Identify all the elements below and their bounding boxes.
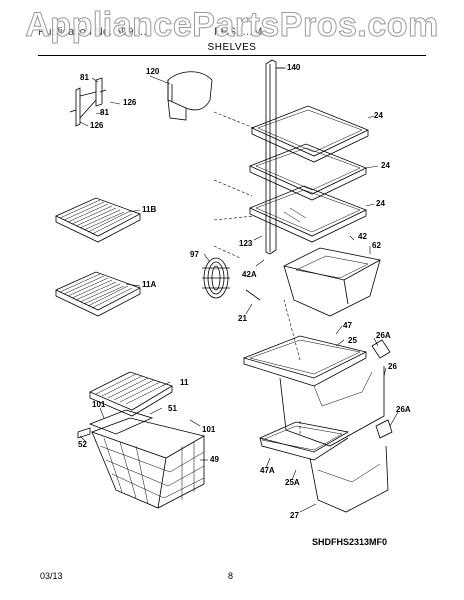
callout-62: 62 (372, 241, 381, 250)
callout-25a: 25A (285, 478, 300, 487)
header-rule (38, 55, 426, 56)
callout-42a: 42A (242, 270, 257, 279)
callout-11b: 11B (142, 205, 157, 214)
glass-shelf-24-bottom (248, 185, 368, 243)
glass-shelf-24-top (250, 105, 369, 163)
shelf-bracket-81-126 (69, 77, 107, 127)
callout-24: 24 (376, 199, 385, 208)
callout-81: 81 (80, 73, 89, 82)
callout-21: 21 (238, 314, 247, 323)
callout-101: 101 (92, 400, 106, 409)
callout-52: 52 (78, 440, 87, 449)
callout-123: 123 (239, 239, 253, 248)
screw-21 (245, 289, 261, 301)
callout-11a: 11A (142, 280, 157, 289)
wire-basket-49 (90, 417, 206, 509)
door-bin-120 (167, 71, 213, 121)
header-model-text: FHS2…M (214, 26, 263, 38)
wire-guard-97 (202, 257, 230, 299)
callout-51: 51 (168, 404, 177, 413)
callout-97: 97 (190, 250, 199, 259)
callout-49: 49 (210, 455, 219, 464)
callout-120: 120 (146, 67, 160, 76)
watermark: AppliancePartsPros.com (25, 6, 439, 45)
callout-126: 126 (90, 121, 104, 130)
callout-26a: 26A (376, 331, 391, 340)
wire-shelf-11a (55, 271, 141, 317)
callout-47: 47 (343, 321, 352, 330)
callout-26a: 26A (396, 405, 411, 414)
callout-101: 101 (202, 425, 216, 434)
section-title: SHELVES (207, 42, 257, 53)
crisper-drawer-26 (279, 339, 391, 447)
callout-24: 24 (381, 161, 390, 170)
callout-27: 27 (290, 511, 299, 520)
callout-140: 140 (287, 63, 301, 72)
callout-25: 25 (348, 336, 357, 345)
leader-lines (79, 67, 399, 513)
basket-rail-51-52 (77, 409, 154, 439)
wire-shelf-11 (89, 371, 173, 417)
crisper-drawer-27 (309, 419, 393, 513)
callout-126: 126 (123, 98, 137, 107)
callout-24: 24 (374, 111, 383, 120)
callout-81: 81 (100, 108, 109, 117)
callout-26: 26 (388, 362, 397, 371)
alignment-lines (213, 111, 301, 434)
footer-date: 03/13 (40, 571, 63, 581)
header-publication-text: Publication No. 5995… (38, 26, 151, 38)
callout-11: 11 (180, 378, 189, 387)
footer-page-number: 8 (228, 571, 234, 581)
crisper-cover-47a (258, 421, 350, 461)
wire-shelf-11b (55, 197, 141, 243)
diagram-code: SHDFHS2313MF0 (312, 537, 388, 547)
callout-47a: 47A (260, 466, 275, 475)
callout-42: 42 (358, 232, 367, 241)
crisper-pan-62 (282, 247, 382, 317)
